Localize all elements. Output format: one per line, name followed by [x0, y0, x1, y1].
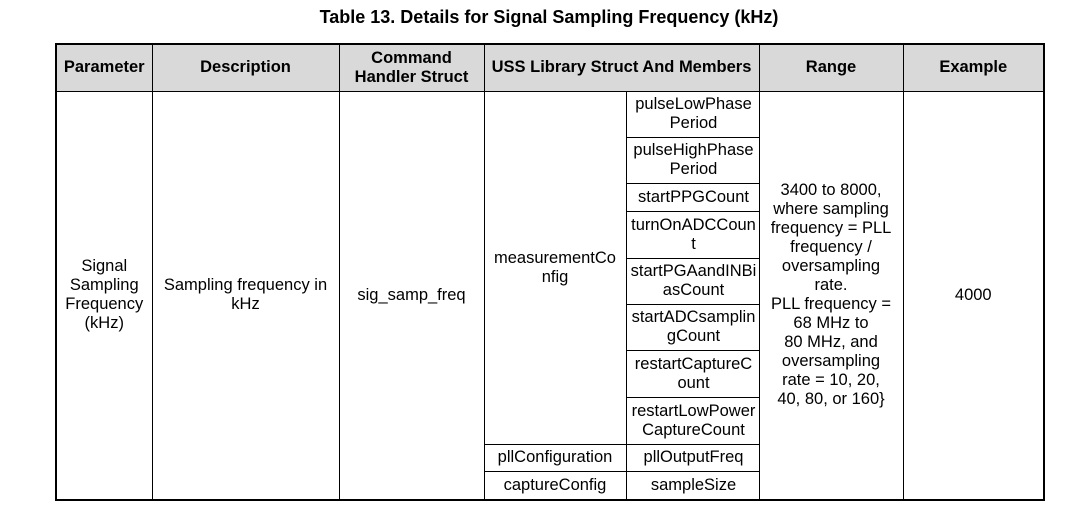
struct-cell-captureconfig: captureConfig: [483, 470, 627, 501]
page-title: Table 13. Details for Signal Sampling Fr…: [319, 7, 779, 27]
column-header-uss-library-struct-and-members: USS Library Struct And Members: [483, 43, 760, 92]
member-cell: pulseHighPhasePeriod: [625, 136, 760, 184]
member-name: startPPGCount: [638, 187, 749, 206]
table-row: startPPGCount: [56, 182, 1044, 212]
column-header-description: Description: [151, 43, 340, 92]
struct-name: measurementConfig: [494, 248, 616, 286]
column-header-range: Range: [758, 43, 904, 92]
range-cell: 3400 to 8000, where sampling frequency =…: [758, 90, 904, 501]
table-row: captureConfig sampleSize: [56, 470, 1044, 501]
member-cell: sampleSize: [625, 470, 760, 501]
description-cell: Sampling frequency in kHz: [151, 90, 340, 501]
column-header-example: Example: [902, 43, 1045, 92]
member-cell: restartLowPowerCaptureCount: [625, 396, 760, 445]
command-handler-struct-cell: sig_samp_freq: [338, 90, 485, 501]
member-cell: turnOnADCCount: [625, 210, 760, 259]
member-cell: pllOutputFreq: [625, 443, 760, 472]
column-header-command-handler-struct: Command Handler Struct: [338, 43, 485, 92]
table-row: startADCsamplingCount: [56, 303, 1044, 351]
table-row: restartLowPowerCaptureCount: [56, 396, 1044, 445]
struct-name: pllConfiguration: [497, 448, 613, 466]
table-row: startPGAandINBiasCount: [56, 257, 1044, 305]
member-name: pulseHighPhasePeriod: [633, 141, 754, 178]
member-cell: restartCaptureCount: [625, 349, 760, 398]
signal-sampling-frequency-table: Parameter Description Command Handler St…: [55, 43, 1045, 501]
member-cell: startPGAandINBiasCount: [625, 257, 760, 305]
member-cell: startPPGCount: [625, 182, 760, 212]
table-row: turnOnADCCount: [56, 210, 1044, 259]
struct-cell-pllconfiguration: pllConfiguration: [483, 443, 627, 472]
table-row: pllConfiguration pllOutputFreq: [56, 443, 1044, 472]
member-name: restartLowPowerCaptureCount: [631, 401, 756, 439]
member-name: startADCsamplingCount: [631, 308, 756, 345]
member-name: startPGAandINBiasCount: [630, 262, 757, 299]
member-cell: pulseLowPhasePeriod: [625, 90, 760, 138]
table-header-row: Parameter Description Command Handler St…: [55, 43, 1045, 92]
column-header-parameter: Parameter: [55, 43, 153, 92]
parameter-cell: Signal Sampling Frequency (kHz): [55, 90, 153, 501]
struct-name: captureConfig: [503, 475, 607, 494]
member-name: pulseLowPhasePeriod: [635, 95, 752, 132]
example-cell: 4000: [902, 90, 1045, 501]
table-row: Signal Sampling Frequency (kHz) Sampling…: [55, 90, 1045, 501]
member-cell: startADCsamplingCount: [625, 303, 760, 351]
member-name: pllOutputFreq: [643, 448, 744, 466]
member-name: restartCaptureCount: [634, 354, 753, 392]
table-row: restartCaptureCount: [56, 349, 1044, 398]
table-row: pulseHighPhasePeriod: [56, 136, 1044, 184]
member-name: sampleSize: [650, 475, 737, 494]
member-name: turnOnADCCount: [631, 215, 756, 253]
struct-cell-measurementconfig: measurementConfig: [483, 90, 627, 445]
